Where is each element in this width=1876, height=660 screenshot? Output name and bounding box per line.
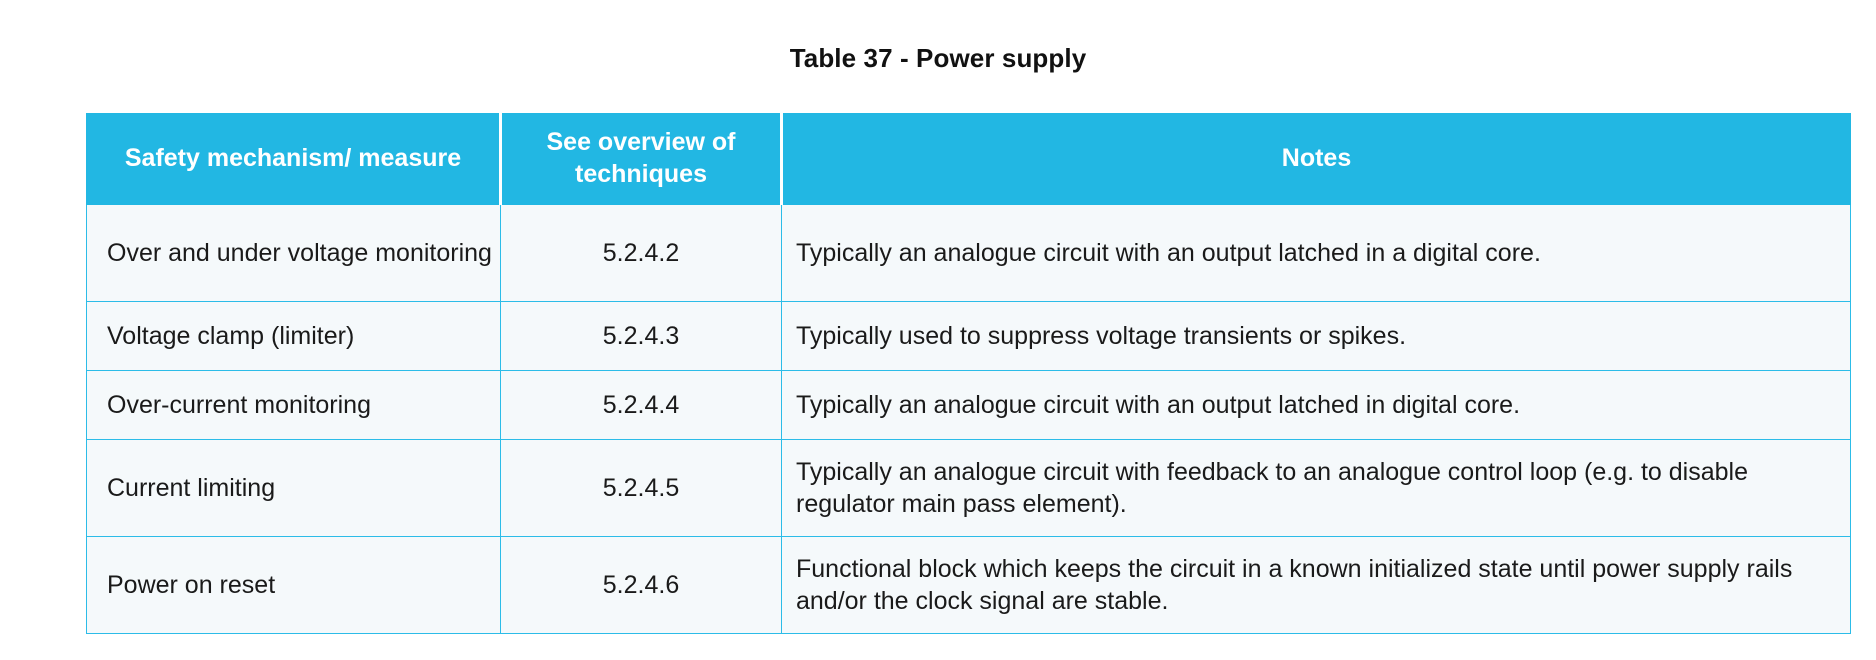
cell-notes: Typically used to suppress voltage trans… [781, 301, 1851, 371]
table-row: Current limiting 5.2.4.5 Typically an an… [86, 439, 1851, 537]
cell-notes: Typically an analogue circuit with an ou… [781, 370, 1851, 440]
cell-reference: 5.2.4.5 [500, 439, 782, 537]
table-row: Power on reset 5.2.4.6 Functional block … [86, 536, 1851, 634]
cell-reference: 5.2.4.3 [500, 301, 782, 371]
power-supply-table: Safety mechanism/ measure See overview o… [86, 113, 1851, 634]
cell-mechanism: Over-current monitoring [86, 370, 501, 440]
column-header-notes: Notes [780, 113, 1851, 205]
cell-notes: Typically an analogue circuit with feedb… [781, 439, 1851, 537]
cell-reference: 5.2.4.6 [500, 536, 782, 634]
cell-reference: 5.2.4.2 [500, 204, 782, 302]
table-header-row: Safety mechanism/ measure See overview o… [86, 113, 1851, 205]
cell-mechanism: Power on reset [86, 536, 501, 634]
table-row: Voltage clamp (limiter) 5.2.4.3 Typicall… [86, 301, 1851, 371]
cell-mechanism: Current limiting [86, 439, 501, 537]
cell-notes: Functional block which keeps the circuit… [781, 536, 1851, 634]
table-title: Table 37 - Power supply [789, 43, 1087, 73]
cell-mechanism: Voltage clamp (limiter) [86, 301, 501, 371]
column-header-reference: See overview of techniques [499, 113, 783, 205]
cell-reference: 5.2.4.4 [500, 370, 782, 440]
cell-mechanism: Over and under voltage monitoring [86, 204, 501, 302]
table-row: Over and under voltage monitoring 5.2.4.… [86, 204, 1851, 302]
cell-notes: Typically an analogue circuit with an ou… [781, 204, 1851, 302]
table-header: Safety mechanism/ measure See overview o… [86, 113, 1851, 205]
column-header-mechanism: Safety mechanism/ measure [86, 113, 502, 205]
table-body: Over and under voltage monitoring 5.2.4.… [86, 204, 1851, 634]
table-row: Over-current monitoring 5.2.4.4 Typicall… [86, 370, 1851, 440]
table-container: Safety mechanism/ measure See overview o… [86, 113, 1851, 634]
